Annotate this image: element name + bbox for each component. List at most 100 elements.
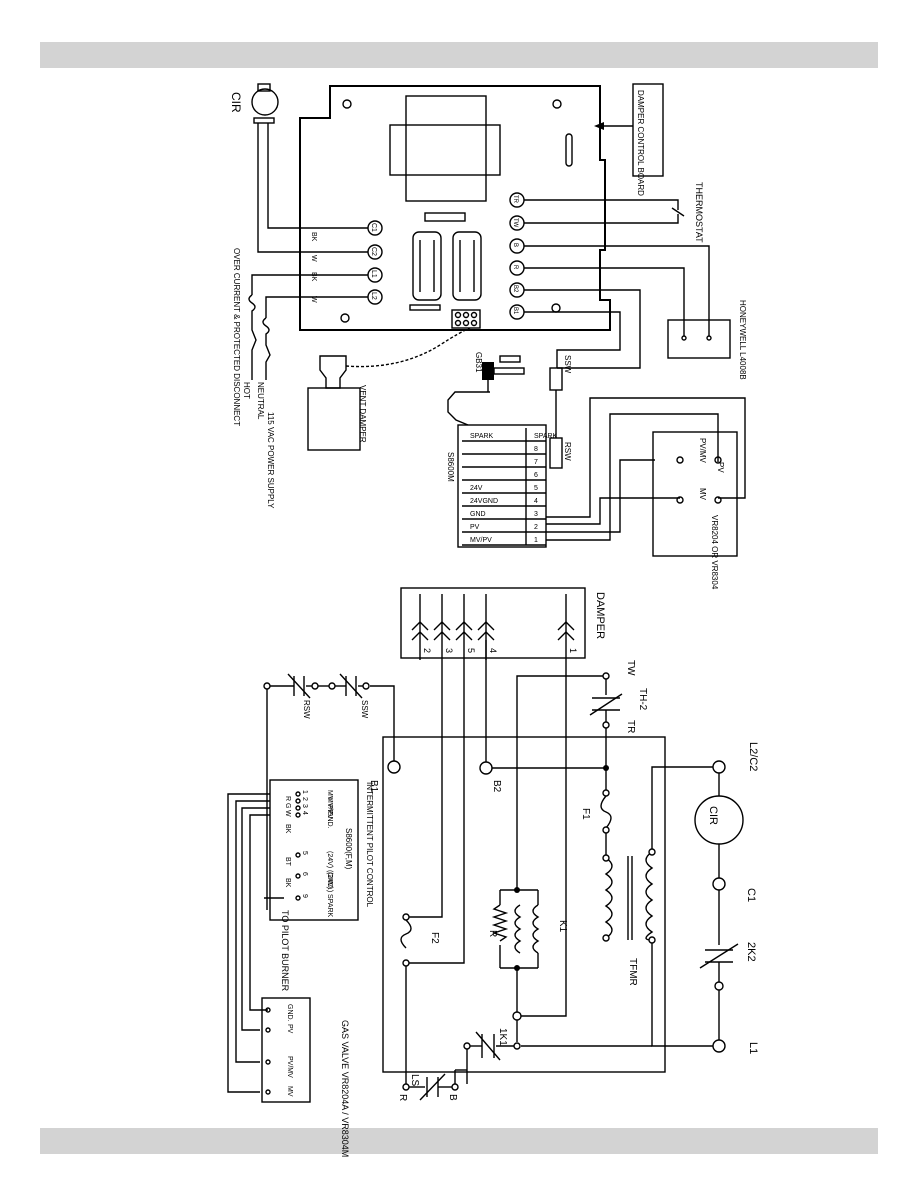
ssw-rsw-switches: SSW RSW: [263, 673, 370, 910]
s8600m-terminal-number: SPARK: [534, 433, 558, 440]
svg-text:SSW: SSW: [563, 355, 572, 374]
pilot-terminal-number: 5: [301, 851, 308, 855]
svg-text:INTERMITTENT PILOT CONTROL: INTERMITTENT PILOT CONTROL: [365, 782, 374, 908]
damper-pin-label: 2: [422, 648, 432, 653]
svg-text:BK: BK: [310, 232, 317, 242]
svg-text:W: W: [310, 255, 317, 262]
pilot-terminal-label: (24V) (GND.): [326, 851, 333, 892]
svg-text:HOT: HOT: [242, 382, 251, 399]
gas-valve-terminal: PV/MV: [286, 1056, 293, 1078]
vr-valve: [652, 431, 738, 557]
terminal-b2: [479, 761, 493, 775]
pilot-terminal-label: SPARK: [326, 894, 333, 918]
disconnect-switch: OVER CURRENT & PROTECTED DISCONNECT HOT …: [232, 248, 275, 509]
damper-pin-label: 4: [488, 648, 498, 653]
s8600m-terminal-number: 8: [534, 446, 538, 453]
pilot-wire-color: W: [284, 810, 291, 817]
honeywell-l4008b: [667, 319, 731, 359]
terminal-tr: TR: [512, 195, 518, 204]
svg-text:S8600M: S8600M: [446, 452, 455, 482]
s8600m-module: S8600M: [446, 424, 547, 548]
damper-connector: [400, 587, 586, 659]
terminal-l2: L2: [370, 292, 377, 300]
svg-text:SSW: SSW: [360, 700, 369, 719]
s8600m-terminal-label: 24V: [470, 485, 483, 492]
vent-damper: [307, 387, 361, 451]
damper-control-board: [299, 85, 611, 331]
svg-text:CIR: CIR: [707, 806, 719, 825]
gas-valve-terminal: PV: [286, 1024, 293, 1034]
pilot-wire-color: G: [284, 803, 291, 808]
schematic-diagram: DAMPER 1 4 5 3 2 L2/C2 CIR C1 2K2 L1 TFMR: [227, 587, 759, 1157]
svg-text:PV: PV: [716, 462, 725, 473]
header-bar: [40, 42, 878, 68]
terminal-l1: L1: [370, 270, 377, 278]
intermittent-pilot-control: INTERMITTENT PILOT CONTROL S8600(F,M): [269, 779, 374, 921]
svg-text:K1: K1: [557, 920, 568, 933]
gas-valve-terminal: MV: [286, 1086, 293, 1097]
svg-text:TW: TW: [625, 660, 636, 676]
pilot-terminal-number: 6: [301, 872, 308, 876]
pilot-terminal-number: 9: [301, 894, 308, 898]
svg-text:TFMR: TFMR: [627, 958, 638, 986]
pilot-terminal-number: 4: [301, 811, 308, 815]
k1-relay: K1 R: [487, 660, 568, 1021]
svg-text:F2: F2: [429, 932, 440, 944]
svg-text:R: R: [487, 930, 498, 937]
pilot-wire-color: R: [284, 796, 291, 801]
board-terminals: TR TW B R B2 B1: [509, 192, 525, 320]
svg-text:C1: C1: [745, 888, 757, 902]
svg-text:RSW: RSW: [563, 442, 572, 461]
svg-text:VR8204 OR VR8304: VR8204 OR VR8304: [710, 515, 719, 590]
svg-text:115 VAC POWER SUPPLY: 115 VAC POWER SUPPLY: [266, 412, 275, 509]
terminal-c2: C2: [370, 247, 377, 256]
s8600m-terminal-number: 1: [534, 537, 538, 544]
control-box-outline: [382, 736, 666, 1073]
pilot-terminal-label: (24V): [326, 872, 333, 889]
svg-text:DAMPER: DAMPER: [594, 592, 606, 639]
s8600m-terminal-number: 7: [534, 459, 538, 466]
power-terminals: C1 C2 L1 L2: [367, 220, 383, 305]
pilot-terminal-number: 3: [301, 804, 308, 808]
terminal-b2: B2: [512, 285, 518, 293]
terminal-r: R: [512, 265, 518, 270]
svg-text:B1: B1: [368, 780, 379, 793]
pilot-terminal-label: MV: [326, 790, 333, 801]
svg-text:PV/MV: PV/MV: [698, 438, 707, 464]
svg-text:1K1: 1K1: [497, 1028, 508, 1046]
ssw-switch: [549, 367, 563, 391]
svg-text:LS: LS: [409, 1074, 420, 1087]
pilot-terminal-label: PV: [326, 804, 333, 814]
rsw-switch: [549, 437, 563, 469]
damper-pin-label: 1: [568, 648, 578, 653]
svg-text:B: B: [447, 1094, 458, 1101]
pilot-terminal-label: MV/PV: [326, 797, 333, 819]
cir-motor: CIR: [229, 83, 279, 124]
thermostat-label: THERMOSTAT: [694, 182, 704, 243]
damper-control-board-label-box: [632, 83, 664, 177]
svg-text:VENT DAMPER: VENT DAMPER: [358, 385, 367, 443]
svg-text:L2/C2: L2/C2: [747, 742, 759, 771]
svg-text:HONEYWELL L4008B: HONEYWELL L4008B: [738, 300, 747, 380]
svg-text:GAS VALVE VR8204A / VR8304M: GAS VALVE VR8204A / VR8304M: [340, 1020, 350, 1157]
s8600m-terminal-label: 24VGND: [470, 498, 498, 505]
svg-text:L1: L1: [747, 1042, 759, 1054]
pilot-wire-color: BK: [284, 824, 291, 834]
svg-text:B2: B2: [491, 780, 502, 793]
board-relay-1: [412, 231, 442, 301]
damper-control-board-label: DAMPER CONTROL BOARD: [636, 90, 645, 196]
svg-text:TH-2: TH-2: [637, 688, 648, 711]
svg-text:TO PILOT BURNER: TO PILOT BURNER: [280, 910, 290, 992]
board-connector: [451, 309, 481, 329]
s8600m-terminal-label: SPARK: [470, 433, 494, 440]
terminal-b: B: [512, 243, 518, 247]
svg-text:S8600(F,M): S8600(F,M): [344, 828, 353, 870]
cir-label: CIR: [229, 92, 243, 113]
pilot-wire-color: BT: [284, 857, 291, 867]
damper-pin-label: 3: [444, 648, 454, 653]
footer-bar: [40, 1128, 878, 1154]
terminal-b1: [387, 760, 401, 774]
svg-text:2K2: 2K2: [745, 942, 757, 962]
terminal-l1: [712, 1039, 726, 1053]
svg-text:NEUTRAL: NEUTRAL: [256, 382, 265, 420]
